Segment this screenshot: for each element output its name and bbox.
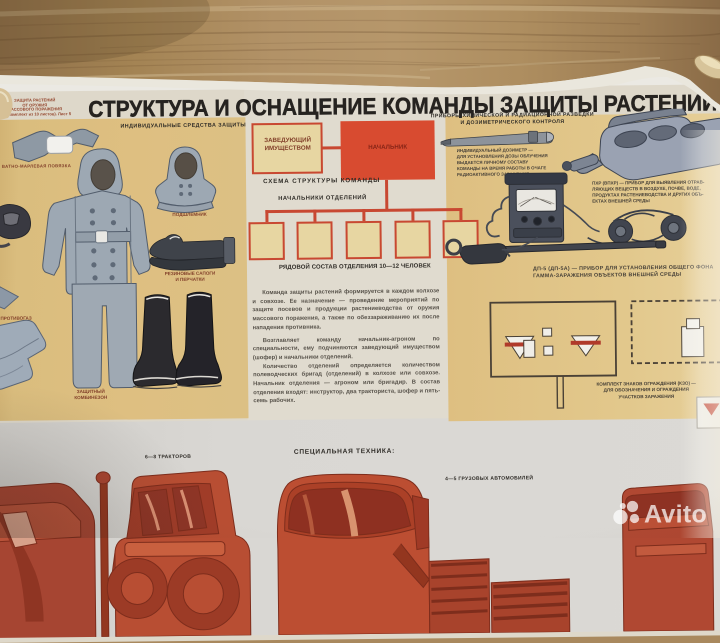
svg-text:Avito: Avito: [644, 501, 707, 529]
